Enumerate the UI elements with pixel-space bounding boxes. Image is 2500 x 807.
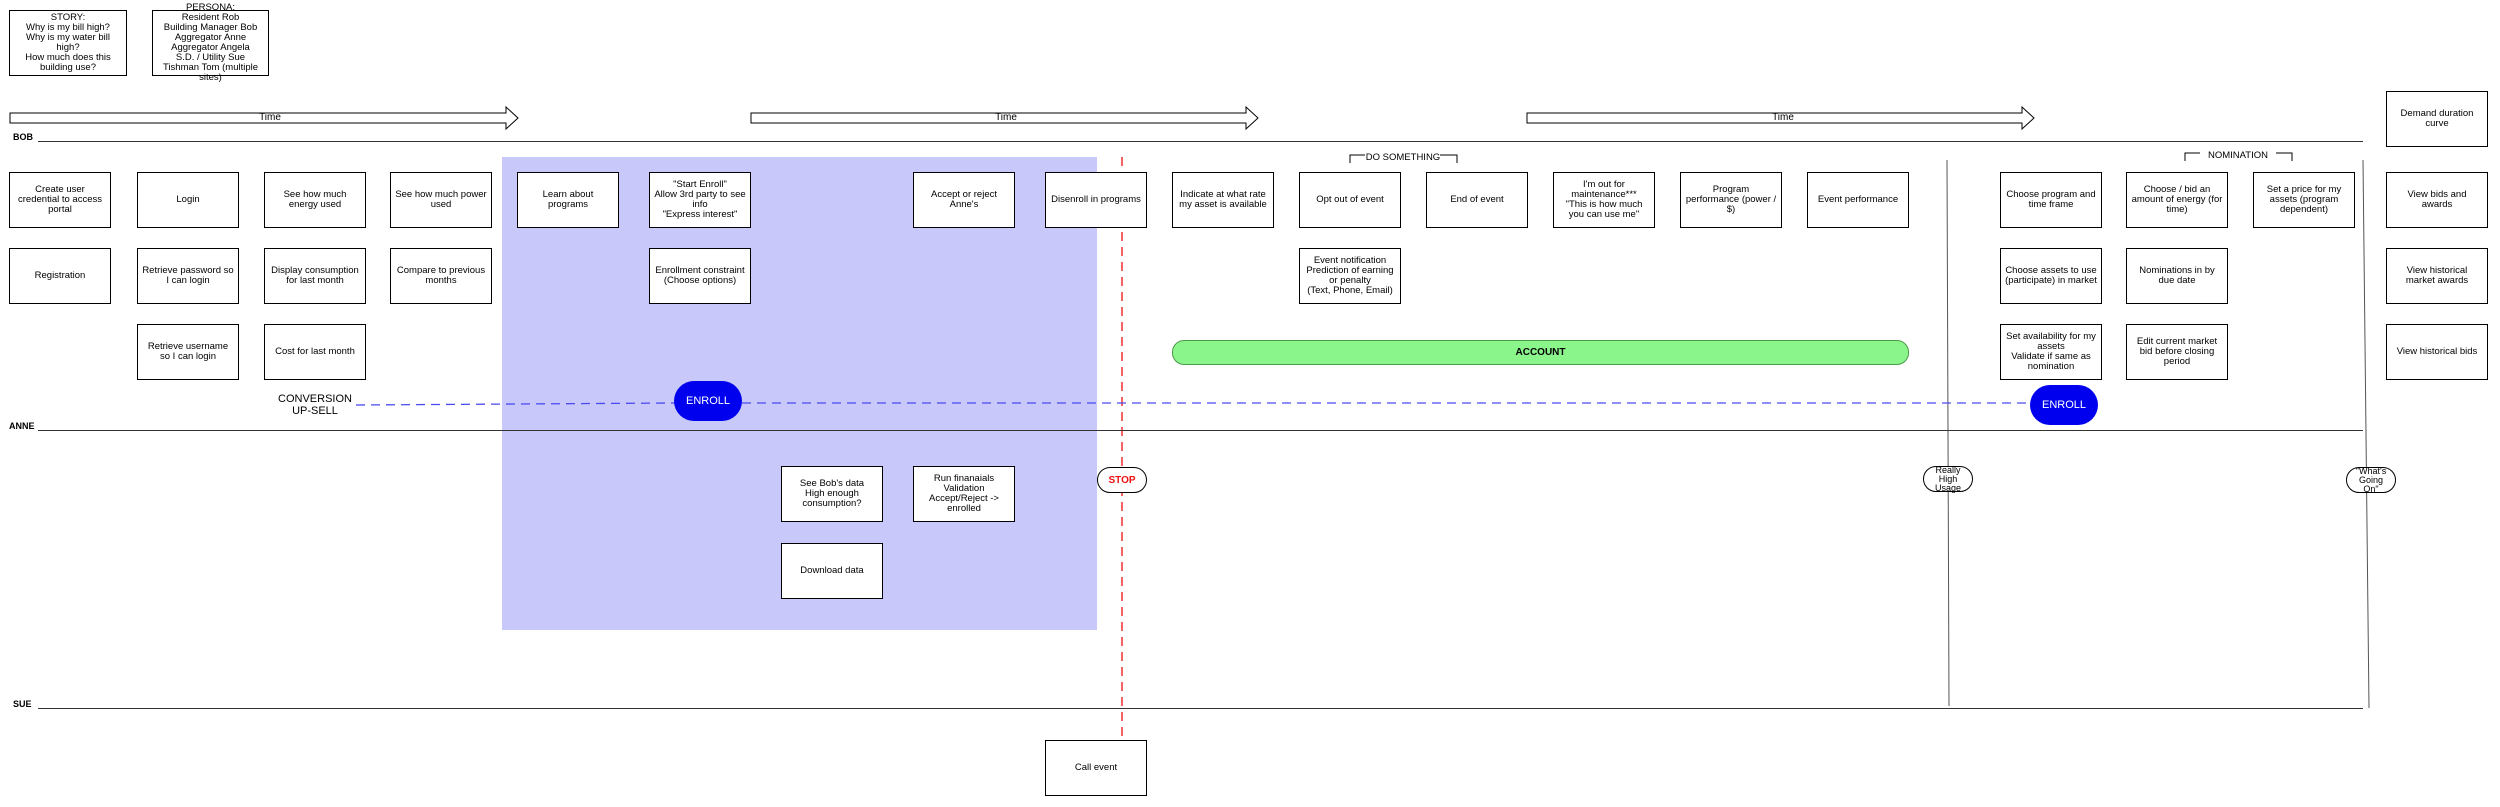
enroll-button-2[interactable]: ENROLL [2030,385,2098,425]
card-disenroll[interactable]: Disenroll in programs [1045,172,1147,228]
card-compare-months[interactable]: Compare to previous months [390,248,492,304]
bracket-nomination [2184,152,2200,161]
time-arrow-3 [1526,105,2035,131]
card-create-credential[interactable]: Create user credential to access portal [9,172,111,228]
lane-line-anne [38,430,2363,431]
card-demand-duration[interactable]: Demand duration curve [2386,91,2488,147]
lane-label-bob: BOB [13,132,33,142]
nomination-label: NOMINATION [2208,150,2268,161]
card-choose-program[interactable]: Choose program and time frame [2000,172,2102,228]
card-retrieve-username[interactable]: Retrieve username so I can login [137,324,239,380]
card-learn-programs[interactable]: Learn about programs [517,172,619,228]
card-end-event[interactable]: End of event [1426,172,1528,228]
bracket-do-something [1349,154,1365,163]
card-set-price[interactable]: Set a price for my assets (program depen… [2253,172,2355,228]
card-registration[interactable]: Registration [9,248,111,304]
card-view-historical-awards[interactable]: View historical market awards [2386,248,2488,304]
card-event-performance[interactable]: Event performance [1807,172,1909,228]
card-choose-assets[interactable]: Choose assets to use (participate) in ma… [2000,248,2102,304]
card-accept-reject[interactable]: Accept or reject Anne's [913,172,1015,228]
time-arrow-2 [750,105,1259,131]
card-enrollment-constraint[interactable]: Enrollment constraint (Choose options) [649,248,751,304]
card-program-performance[interactable]: Program performance (power / $) [1680,172,1782,228]
really-high-usage-marker: Really High Usage [1923,465,1973,492]
card-cost-last-month[interactable]: Cost for last month [264,324,366,380]
card-retrieve-password[interactable]: Retrieve password so I can login [137,248,239,304]
card-choose-bid[interactable]: Choose / bid an amount of energy (for ti… [2126,172,2228,228]
time-label-2: Time [995,112,1017,123]
card-edit-bid[interactable]: Edit current market bid before closing p… [2126,324,2228,380]
card-view-bids[interactable]: View bids and awards [2386,172,2488,228]
card-download-data[interactable]: Download data [781,543,883,599]
story-note: STORY: Why is my bill high? Why is my wa… [9,10,127,76]
do-something-label: DO SOMETHING [1365,152,1441,163]
time-label-3: Time [1772,112,1794,123]
card-out-for-maintenance[interactable]: I'm out for maintenance*** "This is how … [1553,172,1655,228]
time-arrow-1 [9,105,519,131]
separator-line-1 [1946,159,1950,707]
lane-label-sue: SUE [13,699,32,709]
time-label-1: Time [259,112,281,123]
card-call-event[interactable]: Call event [1045,740,1147,796]
card-run-financials[interactable]: Run finanaials Validation Accept/Reject … [913,466,1015,522]
account-bar[interactable]: ACCOUNT [1172,340,1909,365]
card-login[interactable]: Login [137,172,239,228]
lane-line-bob [38,141,2363,142]
persona-note: PERSONA: Resident Rob Building Manager B… [152,3,269,83]
card-energy-used[interactable]: See how much energy used [264,172,366,228]
lane-label-anne: ANNE [9,421,35,431]
enroll-button-1[interactable]: ENROLL [674,381,742,421]
card-display-consumption[interactable]: Display consumption for last month [264,248,366,304]
card-opt-out[interactable]: Opt out of event [1299,172,1401,228]
card-event-notification[interactable]: Event notification Prediction of earning… [1299,248,1401,304]
card-view-historical-bids[interactable]: View historical bids [2386,324,2488,380]
whats-going-on-marker: "What's Going On" [2346,466,2396,493]
conversion-label: CONVERSION UP-SELL [278,393,352,417]
separator-line-2 [2362,159,2370,709]
card-power-used[interactable]: See how much power used [390,172,492,228]
conversion-dashed-left [355,402,676,406]
card-indicate-rate[interactable]: Indicate at what rate my asset is availa… [1172,172,1274,228]
card-nominations-due[interactable]: Nominations in by due date [2126,248,2228,304]
stop-marker: STOP [1097,467,1147,493]
card-see-bobs-data[interactable]: See Bob's data High enough consumption? [781,466,883,522]
card-set-availability[interactable]: Set availability for my assets Validate … [2000,324,2102,380]
card-start-enroll[interactable]: "Start Enroll" Allow 3rd party to see in… [649,172,751,228]
lane-line-sue [38,708,2363,709]
